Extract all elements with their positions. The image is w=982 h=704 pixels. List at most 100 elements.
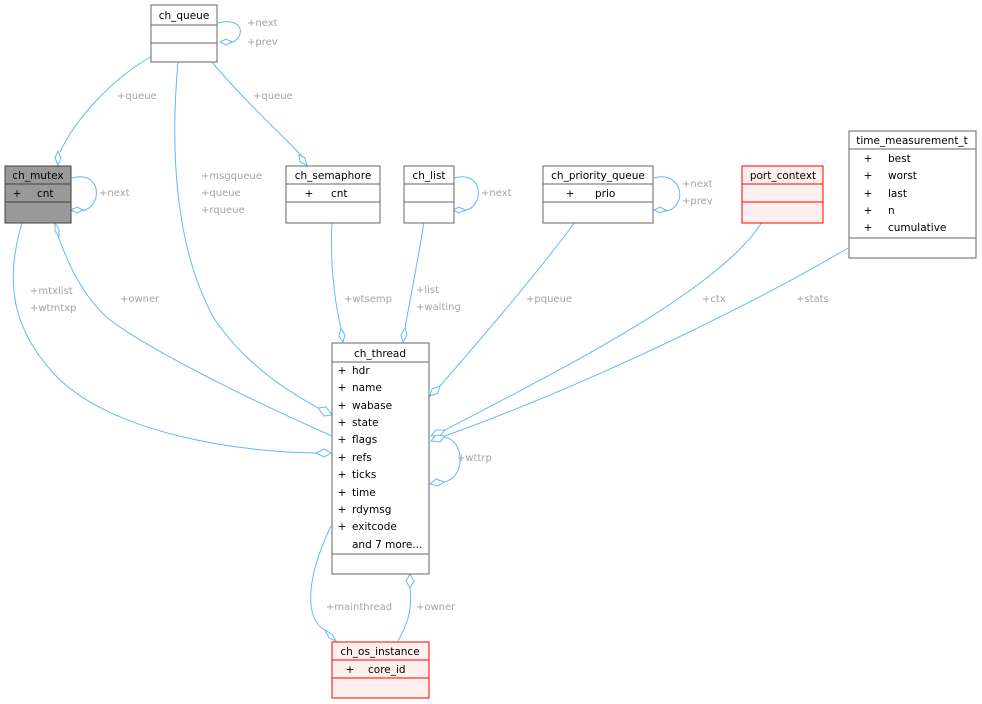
label-thread-self: +wttrp <box>457 453 492 464</box>
node-ch-thread-attr-9-name: exitcode <box>352 521 397 533</box>
diamond-pq-thread <box>429 385 441 397</box>
edge-pq-self <box>653 176 681 212</box>
node-port-context-box <box>741 165 824 224</box>
node-time-measurement-t-attr-1-name: worst <box>888 170 917 182</box>
label-thread-mutex-owner: +owner <box>120 294 160 305</box>
label-list-thread-waiting: +waiting <box>416 302 461 313</box>
node-ch-semaphore[interactable]: ch_semaphore + cnt <box>285 165 381 224</box>
edge-queue-thread <box>174 61 319 409</box>
node-ch-thread-attr-2-name: wabase <box>352 400 392 412</box>
node-ch-queue-title: ch_queue <box>159 10 210 22</box>
diamond-semaphore-thread <box>338 326 346 344</box>
edge-thread-self <box>443 436 461 483</box>
node-ch-thread-attr-3-name: state <box>352 417 379 429</box>
node-ch-thread-attr-0-vis: + <box>338 365 347 377</box>
node-ch-thread-attr-9-vis: + <box>338 521 347 533</box>
node-time-measurement-t[interactable]: time_measurement_t + best + worst + last… <box>848 130 977 259</box>
node-ch-list[interactable]: ch_list <box>403 165 455 224</box>
node-time-measurement-t-attr-0-name: best <box>888 153 911 165</box>
diamond-queue-semaphore <box>298 154 308 166</box>
label-mutex-self: +next <box>99 188 130 199</box>
edge-os-thread <box>397 587 412 642</box>
label-queue-thread-msgqueue: +msgqueue <box>201 171 262 182</box>
node-time-measurement-t-attr-3-name: n <box>888 205 895 217</box>
diamond-mutex-self <box>69 206 85 214</box>
label-queue-self-prev: +prev <box>247 37 278 48</box>
node-ch-thread-attr-4-name: flags <box>352 434 377 446</box>
edge-list-self <box>453 176 479 212</box>
node-port-context[interactable]: port_context <box>741 165 824 224</box>
label-pq-self-prev: +prev <box>682 196 713 207</box>
diamond-queue-self <box>218 38 234 46</box>
node-ch-thread-attr-6-name: ticks <box>352 469 376 481</box>
label-port-thread: +ctx <box>702 294 726 305</box>
diamond-mutex-thread <box>314 448 333 458</box>
diamond-thread-os <box>323 628 338 643</box>
edge-semaphore-thread <box>330 221 342 329</box>
label-list-thread-list: +list <box>416 285 439 296</box>
node-ch-queue[interactable]: ch_queue <box>150 4 218 63</box>
node-ch-priority-queue-title: ch_priority_queue <box>551 170 645 182</box>
node-ch-thread-attr-2-vis: + <box>338 400 347 412</box>
node-ch-priority-queue-attr-0-vis: + <box>566 188 575 200</box>
node-ch-os-instance-attr-0-vis: + <box>346 664 355 676</box>
node-ch-thread-attr-6-vis: + <box>338 469 347 481</box>
node-time-measurement-t-attr-0-vis: + <box>864 153 873 165</box>
edge-port-thread <box>444 221 763 431</box>
node-ch-semaphore-title: ch_semaphore <box>295 170 372 182</box>
node-ch-mutex-attr-0-name: cnt <box>37 188 54 200</box>
node-ch-thread-attr-8-name: rdymsg <box>352 504 391 516</box>
node-ch-mutex[interactable]: ch_mutex + cnt <box>4 165 72 224</box>
diamond-os-thread <box>405 572 415 590</box>
node-ch-thread-more[interactable]: and 7 more... <box>352 539 422 551</box>
node-ch-queue-box <box>150 4 218 63</box>
diamond-time-thread <box>430 434 446 443</box>
node-ch-priority-queue-box <box>542 165 654 224</box>
node-ch-os-instance-attr-0-name: core_id <box>368 664 406 676</box>
node-ch-thread-attr-1-name: name <box>352 382 382 394</box>
diamond-list-self <box>451 206 467 214</box>
node-ch-os-instance-box <box>331 641 430 699</box>
node-time-measurement-t-attr-3-vis: + <box>864 205 873 217</box>
label-queue-semaphore: +queue <box>253 91 293 102</box>
edge-thread-os <box>310 525 332 631</box>
edge-queue-mutex <box>59 55 153 153</box>
diamond-thread-mutex-owner <box>54 221 60 239</box>
node-time-measurement-t-attr-2-vis: + <box>864 188 873 200</box>
node-ch-os-instance-title: ch_os_instance <box>340 646 419 658</box>
node-time-measurement-t-attr-1-vis: + <box>864 170 873 182</box>
label-list-self: +next <box>481 188 512 199</box>
node-ch-thread-attr-4-vis: + <box>338 434 347 446</box>
node-ch-thread-attr-1-vis: + <box>338 382 347 394</box>
node-ch-thread[interactable]: ch_thread + hdr + name + wabase + state … <box>331 342 430 575</box>
node-ch-thread-attr-5-vis: + <box>338 452 347 464</box>
label-queue-self-next: +next <box>247 18 278 29</box>
label-pq-thread: +pqueue <box>526 294 572 305</box>
node-ch-thread-title: ch_thread <box>354 348 406 360</box>
diamond-thread-self <box>428 478 446 487</box>
edge-queue-self <box>217 21 241 44</box>
node-time-measurement-t-attr-4-name: cumulative <box>888 222 946 234</box>
node-ch-thread-attr-3-vis: + <box>338 417 347 429</box>
label-pq-self-next: +next <box>682 179 713 190</box>
node-ch-mutex-title: ch_mutex <box>12 170 63 182</box>
node-ch-semaphore-attr-0-vis: + <box>305 188 314 200</box>
label-time-thread: +stats <box>796 294 829 305</box>
edge-queue-semaphore <box>211 61 303 157</box>
node-ch-mutex-box <box>4 165 72 224</box>
diamond-list-thread <box>400 326 408 344</box>
node-ch-list-box <box>403 165 455 224</box>
node-ch-priority-queue-attr-0-name: prio <box>595 188 615 200</box>
label-mutex-thread-wtmtxp: +wtmtxp <box>30 303 76 314</box>
node-ch-thread-attr-7-name: time <box>352 487 376 499</box>
label-semaphore-thread: +wtsemp <box>344 294 392 305</box>
edge-pq-thread <box>439 221 576 387</box>
node-ch-priority-queue[interactable]: ch_priority_queue + prio <box>542 165 654 224</box>
node-ch-semaphore-box <box>285 165 381 224</box>
node-time-measurement-t-box <box>848 130 977 259</box>
node-ch-thread-attr-8-vis: + <box>338 504 347 516</box>
node-time-measurement-t-title: time_measurement_t <box>856 135 968 147</box>
node-ch-thread-attr-7-vis: + <box>338 487 347 499</box>
node-ch-os-instance[interactable]: ch_os_instance + core_id <box>331 641 430 699</box>
node-time-measurement-t-attr-4-vis: + <box>864 222 873 234</box>
